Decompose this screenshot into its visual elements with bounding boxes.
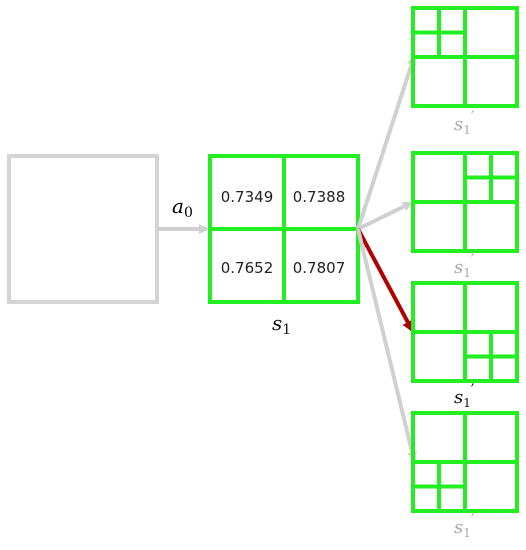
next-state-label-4: s1′ bbox=[454, 510, 475, 540]
next-state-3: s1′ bbox=[411, 281, 519, 410]
next-state-label-1: s1′ bbox=[454, 107, 475, 137]
cell-value-top-left: 0.7349 bbox=[221, 188, 274, 206]
next-state-1: s1′ bbox=[411, 6, 519, 137]
cell-value-bottom-right: 0.7807 bbox=[293, 259, 346, 277]
next-state-4: s1′ bbox=[411, 411, 519, 540]
next-state-label-2: s1′ bbox=[454, 250, 475, 280]
state-s1-grid: 0.7349 0.7388 0.7652 0.7807 bbox=[208, 154, 360, 304]
state-s1-label: s1 bbox=[272, 311, 291, 338]
next-states: s1′ s1′ s1′ s1′ bbox=[411, 6, 519, 540]
cell-value-top-right: 0.7388 bbox=[293, 188, 346, 206]
next-state-2: s1′ bbox=[411, 151, 519, 280]
cell-value-bottom-left: 0.7652 bbox=[221, 259, 274, 277]
branch-arrow-1 bbox=[356, 55, 417, 230]
branch-arrow-2 bbox=[357, 201, 413, 231]
branch-arrows bbox=[356, 55, 417, 462]
branch-arrow-3 bbox=[356, 228, 414, 333]
action-label: a0 bbox=[172, 194, 193, 221]
branch-arrow-4 bbox=[356, 228, 417, 462]
next-state-label-3: s1′ bbox=[454, 380, 475, 410]
initial-state-box bbox=[7, 154, 159, 304]
